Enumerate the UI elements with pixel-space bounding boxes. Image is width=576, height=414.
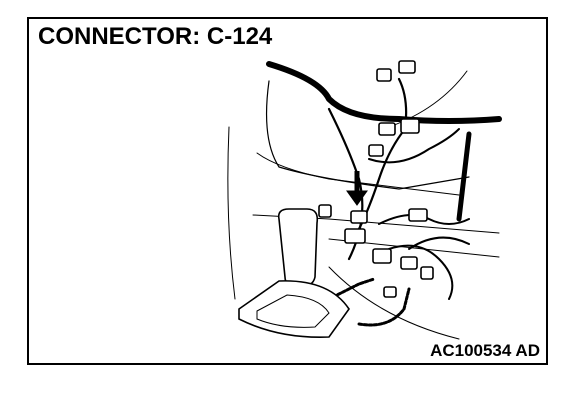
wire [357,77,408,231]
wire [388,244,454,300]
dashed-harness [357,287,411,327]
console-side-line [227,126,236,300]
connector-block [344,228,366,244]
shift-gate [238,280,350,338]
wire [378,214,470,225]
connector-block [350,210,368,224]
connector-block [408,208,428,222]
connector-block [378,122,396,136]
figure-code: AC100534 AD [430,341,540,360]
connector-block [376,68,392,82]
connector-block [398,60,416,74]
connector-illustration [227,60,502,340]
diagram-title: CONNECTOR: C-124 [38,23,273,50]
console-bottom-line [328,266,460,340]
dash-panel-line [256,152,460,196]
connector-block [372,248,392,264]
connector-block [400,118,420,134]
wire [368,128,460,164]
target-connector-arrow [346,171,368,206]
connector-block [318,204,332,218]
main-harness [456,131,472,222]
connector-block [368,144,384,157]
connector-block [383,286,397,298]
dashed-harness [327,277,376,301]
dash-upper-line [388,70,468,128]
connector-block [400,256,418,270]
diagram-frame: CONNECTOR: C-124 AC100534 AD [27,17,548,365]
dash-panel-line [265,80,470,190]
shift-lever [238,208,350,338]
connector-block [420,266,434,280]
main-harness [266,61,502,124]
wire [408,236,470,250]
